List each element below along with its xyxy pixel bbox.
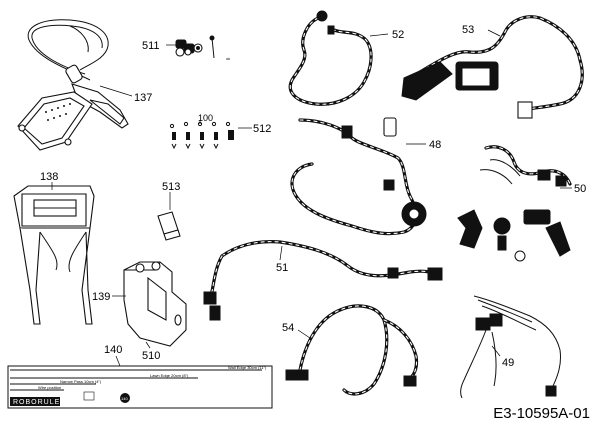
- callout-53: 53: [462, 24, 474, 36]
- roboruler-part-140: ROBORULER 140: [7, 365, 273, 409]
- callout-513: 513: [162, 181, 180, 193]
- small-parts-511: [166, 35, 215, 59]
- callout-512: 512: [253, 123, 271, 135]
- callout-138: 138: [40, 171, 58, 183]
- callout-52: 52: [392, 29, 404, 41]
- harness-part-51: [203, 240, 443, 321]
- ruler-brand: ROBORULER: [13, 399, 66, 406]
- callout-51: 51: [276, 262, 288, 274]
- harness-part-48: [290, 117, 427, 236]
- callout-48: 48: [429, 139, 441, 151]
- callout-49: 49: [502, 357, 514, 369]
- connector-part-513: [157, 192, 181, 241]
- ruler-wire-position: Wire position: [38, 385, 61, 390]
- ruler-wall-edge: Wall Edge 30cm (11"): [228, 365, 267, 370]
- harness-part-52: [288, 10, 389, 106]
- fastener-set-512: [169, 120, 252, 150]
- harness-part-49: [460, 295, 561, 399]
- block-part-510: [112, 261, 187, 349]
- document-id: E3-10595A-01: [493, 405, 590, 422]
- switch-cluster-part-50: [457, 145, 572, 262]
- ruler-narrow-pass: Narrow Pass 10cm (4"): [60, 379, 102, 384]
- callout-50: 50: [574, 183, 586, 195]
- harness-part-53: [401, 15, 584, 119]
- harness-part-54: [285, 304, 419, 396]
- callout-139: 139: [92, 291, 110, 303]
- callout-140: 140: [104, 344, 122, 356]
- ruler-lawn-edge: Lawn Edge 20cm (8"): [150, 373, 189, 378]
- serial-cable-part-137: [17, 19, 133, 151]
- callout-137: 137: [134, 92, 152, 104]
- screw-note: ok: [226, 56, 230, 61]
- callout-100: 100: [198, 113, 213, 123]
- callout-510: 510: [142, 350, 160, 362]
- bracket-part-138: [13, 182, 95, 325]
- callout-511: 511: [142, 40, 160, 52]
- ruler-badge: 140: [121, 396, 128, 401]
- callout-54: 54: [282, 322, 294, 334]
